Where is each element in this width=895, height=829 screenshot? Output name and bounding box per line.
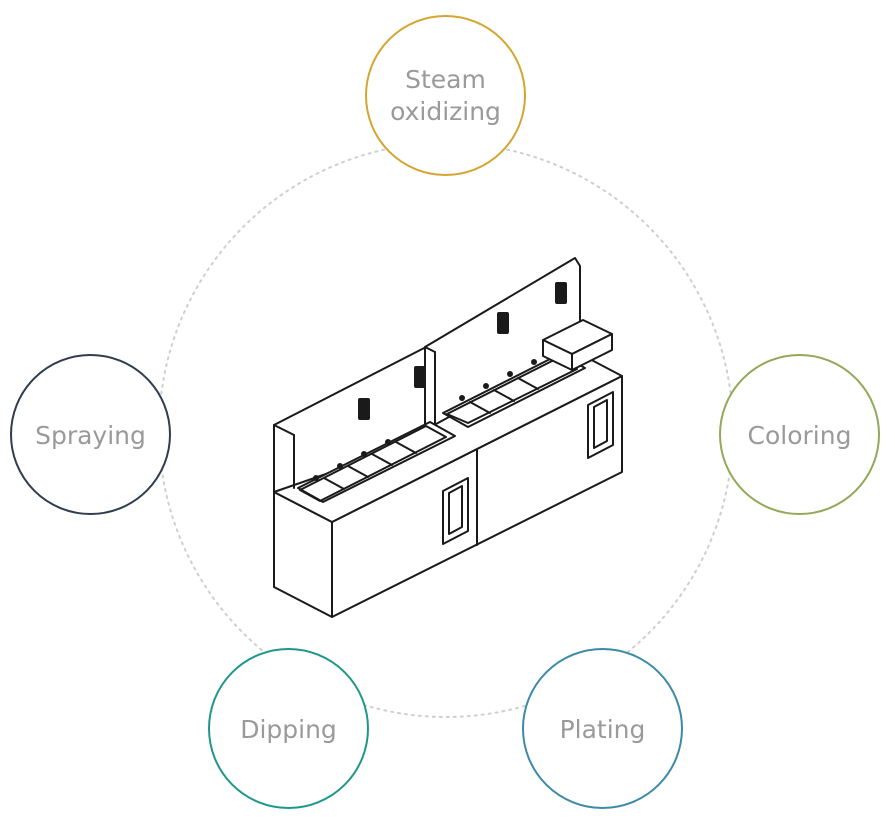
steam-oxidizing-node[interactable]: Steam oxidizing xyxy=(365,15,526,176)
steam-oxidizing-label: Steam oxidizing xyxy=(390,64,501,126)
spraying-node[interactable]: Spraying xyxy=(10,354,171,515)
coloring-node[interactable]: Coloring xyxy=(719,354,880,515)
coloring-label: Coloring xyxy=(747,420,852,450)
spraying-label: Spraying xyxy=(35,420,146,450)
dipping-label: Dipping xyxy=(240,714,337,744)
plating-label: Plating xyxy=(559,714,646,744)
dipping-node[interactable]: Dipping xyxy=(208,648,369,809)
plating-node[interactable]: Plating xyxy=(522,648,683,809)
